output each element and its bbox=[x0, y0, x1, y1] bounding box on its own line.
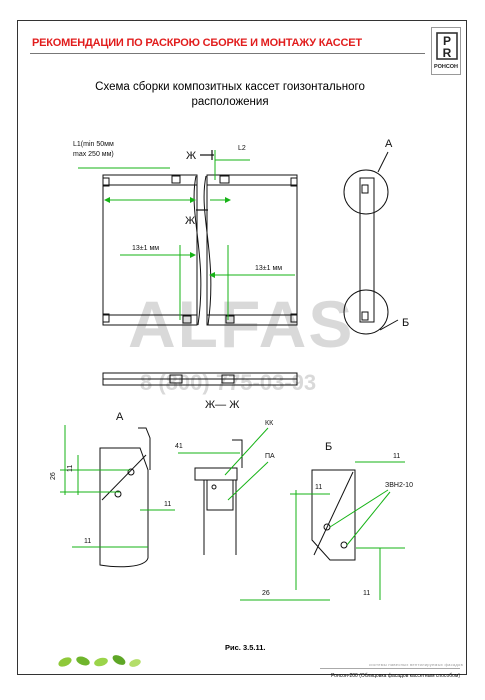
detail-a-bolt-top bbox=[127, 468, 135, 476]
dimension-lines bbox=[78, 150, 295, 320]
callout-a-leader bbox=[377, 151, 389, 173]
detail-b-diagonal bbox=[313, 471, 354, 556]
footer-tagline: системы навесных вентилируемых фасадов bbox=[369, 662, 463, 667]
callout-b-label: Б bbox=[402, 317, 409, 329]
right-cassette-clip-bottom bbox=[225, 315, 235, 324]
dim-l1-label: L1(min 50мм bbox=[73, 141, 114, 148]
header-divider bbox=[30, 53, 425, 54]
detail-b-dim-11e: 11 bbox=[315, 484, 322, 491]
svg-text:P: P bbox=[443, 34, 451, 48]
detail-b-dimensions bbox=[240, 461, 405, 601]
profile-bracket bbox=[206, 479, 234, 511]
section-strip-clip-right bbox=[221, 374, 235, 384]
detail-b-dim-11f: 11 bbox=[363, 590, 370, 597]
callout-b-circle bbox=[343, 289, 389, 335]
page-frame bbox=[17, 20, 467, 675]
profile-kk-label: КК bbox=[265, 420, 274, 427]
detail-a-body bbox=[99, 447, 149, 568]
joint-curve-right bbox=[203, 175, 212, 326]
side-view-profile bbox=[359, 177, 375, 323]
section-mark-mid-label: Ж bbox=[185, 215, 195, 227]
section-strip-clip-left bbox=[169, 374, 183, 384]
section-profile-dimensions bbox=[178, 427, 269, 501]
detail-a-dim-11a: 11 bbox=[67, 465, 74, 472]
left-cassette-clip-top bbox=[171, 175, 181, 184]
joint-curve-left bbox=[193, 175, 202, 326]
section-mark-top-label: Ж bbox=[186, 150, 196, 162]
leaves-decoration-icon bbox=[58, 655, 141, 667]
profile-dim-41: 41 bbox=[175, 443, 183, 450]
svg-text:R: R bbox=[443, 46, 452, 60]
section-marks bbox=[196, 150, 214, 211]
section-caption: Ж— Ж bbox=[205, 399, 239, 411]
dim-13b-label: 13±1 мм bbox=[255, 265, 282, 272]
detail-b-zvn-leader-2 bbox=[346, 491, 391, 546]
scheme-title-line1: Схема сборки композитных кассет гоизонта… bbox=[95, 81, 365, 93]
left-cassette-corner-bl bbox=[102, 313, 110, 323]
watermark-brand: ALFAS bbox=[128, 287, 355, 361]
detail-b-zvn-label: ЗВН2-10 bbox=[385, 482, 413, 489]
right-cassette-clip-top bbox=[219, 175, 230, 184]
detail-a-title: А bbox=[116, 411, 124, 423]
detail-b-body bbox=[311, 469, 356, 561]
profile-cap bbox=[194, 467, 238, 481]
profile-pa-leader bbox=[227, 461, 269, 501]
detail-a-dim-11b: 11 bbox=[164, 501, 171, 508]
detail-b-bolt-right bbox=[340, 541, 348, 549]
detail-a-hook bbox=[138, 427, 151, 470]
callout-a-circle bbox=[343, 169, 389, 215]
scheme-title-line2: расположения bbox=[191, 96, 269, 108]
side-view bbox=[343, 151, 399, 335]
logo-caption: РОНСОН bbox=[434, 64, 458, 70]
left-cassette-corner-tl bbox=[102, 177, 110, 187]
dim-l1-label-b: max 250 мм) bbox=[73, 151, 114, 158]
detail-b-title: Б bbox=[325, 441, 332, 453]
dim-l2-label: L2 bbox=[238, 145, 246, 152]
detail-a-bolt-bottom bbox=[114, 490, 122, 498]
profile-pa-label: ПА bbox=[265, 453, 275, 460]
header-title: РЕКОМЕНДАЦИИ ПО РАСКРОЮ СБОРКЕ И МОНТАЖУ… bbox=[32, 37, 362, 49]
profile-bolt bbox=[211, 484, 217, 490]
dim-13a-label: 13±1 мм bbox=[132, 245, 159, 252]
detail-a-dimensions bbox=[60, 425, 175, 548]
detail-a-diagonal bbox=[101, 454, 147, 501]
section-profile bbox=[194, 439, 243, 555]
callout-b-detail bbox=[361, 311, 369, 321]
callout-a-label: А bbox=[385, 138, 393, 150]
scheme-title: Схема сборки композитных кассет гоизонта… bbox=[60, 80, 400, 110]
logo-mark-icon: P R bbox=[436, 32, 458, 60]
right-cassette bbox=[206, 174, 298, 326]
ronson-logo: P R bbox=[431, 27, 461, 75]
right-cassette-corner-tr bbox=[290, 177, 298, 187]
detail-a-dim-11c: 11 bbox=[84, 538, 91, 545]
profile-hook bbox=[232, 439, 243, 468]
detail-b-dim-11d: 11 bbox=[393, 453, 400, 460]
callout-b-leader bbox=[379, 319, 399, 331]
detail-a-dim-26: 26 bbox=[50, 472, 57, 480]
profile-kk-leader bbox=[224, 427, 269, 476]
left-cassette-clip-bottom bbox=[182, 315, 192, 324]
section-strip bbox=[102, 372, 298, 386]
cassette-assembly bbox=[102, 174, 298, 326]
figure-caption: Рис. 3.5.11. bbox=[225, 643, 266, 652]
detail-b-zvn-leader-1 bbox=[329, 489, 389, 528]
footer-divider bbox=[320, 668, 460, 669]
footer-document-title: Ронсон-200 (Облицовка фасадов кассетным … bbox=[331, 673, 460, 679]
detail-a bbox=[99, 427, 151, 568]
detail-b-dim-26: 26 bbox=[262, 590, 270, 597]
left-cassette bbox=[102, 174, 198, 326]
callout-a-detail bbox=[361, 184, 369, 194]
right-cassette-corner-br bbox=[290, 313, 298, 323]
